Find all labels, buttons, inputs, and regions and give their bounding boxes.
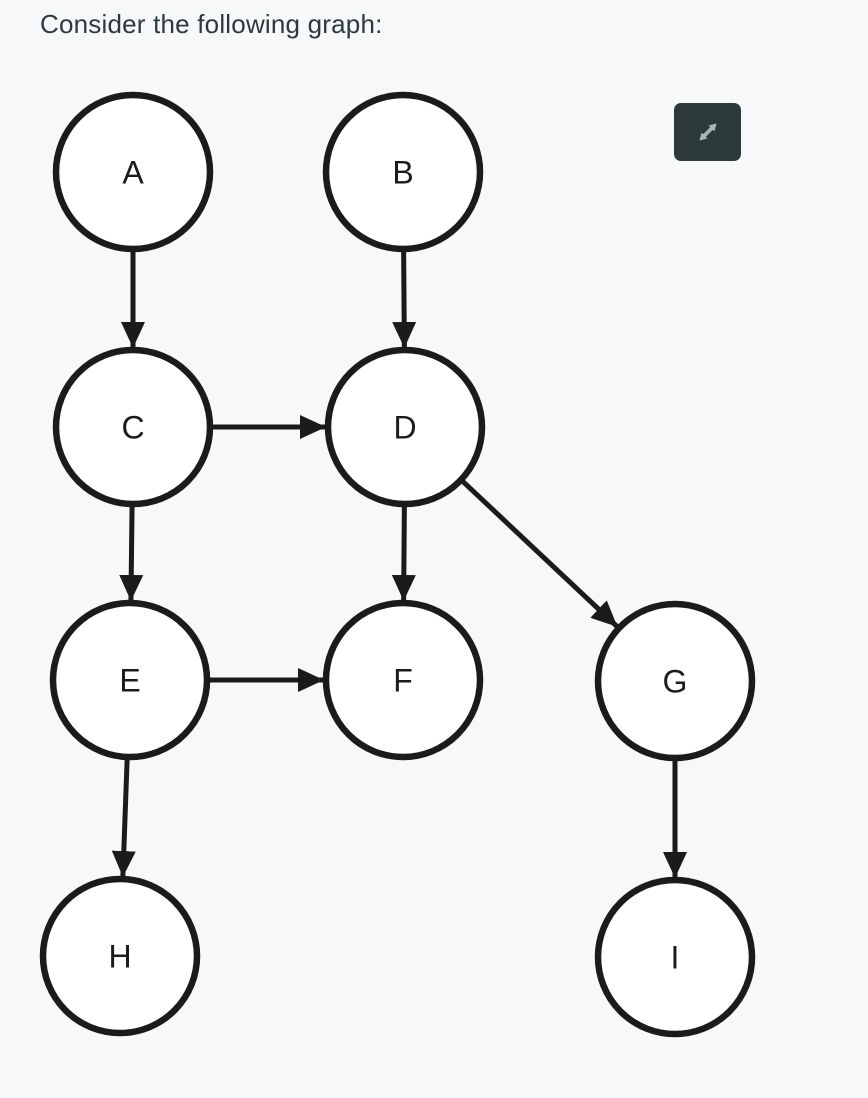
node-circle-B [322, 91, 484, 253]
node-label-B: B [392, 155, 413, 191]
node-circle-E [49, 599, 211, 761]
node-C: C [52, 346, 214, 508]
node-label-D: D [393, 410, 416, 446]
node-circle-F [322, 599, 484, 761]
node-label-I: I [671, 940, 680, 976]
edge-B-D [392, 248, 417, 349]
node-label-A: A [122, 155, 144, 191]
node-D: D [324, 346, 486, 508]
edge-D-G [459, 477, 620, 629]
edge-D-F [391, 503, 416, 602]
node-circle-D [324, 346, 486, 508]
node-F: F [322, 599, 484, 761]
node-A: A [52, 91, 214, 253]
edge-C-E [119, 503, 144, 602]
node-circle-G [594, 600, 756, 762]
node-label-C: C [121, 410, 144, 446]
node-circle-C [52, 346, 214, 508]
node-I: I [594, 876, 756, 1038]
node-H: H [39, 875, 201, 1037]
edge-layer [111, 248, 687, 878]
expand-diagonal-arrows-icon [699, 123, 716, 141]
node-label-F: F [393, 663, 413, 699]
node-B: B [322, 91, 484, 253]
expand-button[interactable] [674, 103, 741, 161]
node-E: E [49, 599, 211, 761]
node-G: G [594, 600, 756, 762]
node-circle-H [39, 875, 201, 1037]
edge-E-H [111, 756, 136, 878]
node-label-G: G [663, 664, 688, 700]
node-layer: A B C D E F G H I [39, 91, 756, 1038]
page-title: Consider the following graph: [40, 9, 383, 39]
node-label-H: H [108, 939, 131, 975]
node-label-E: E [119, 663, 140, 699]
node-circle-A [52, 91, 214, 253]
node-circle-I [594, 876, 756, 1038]
